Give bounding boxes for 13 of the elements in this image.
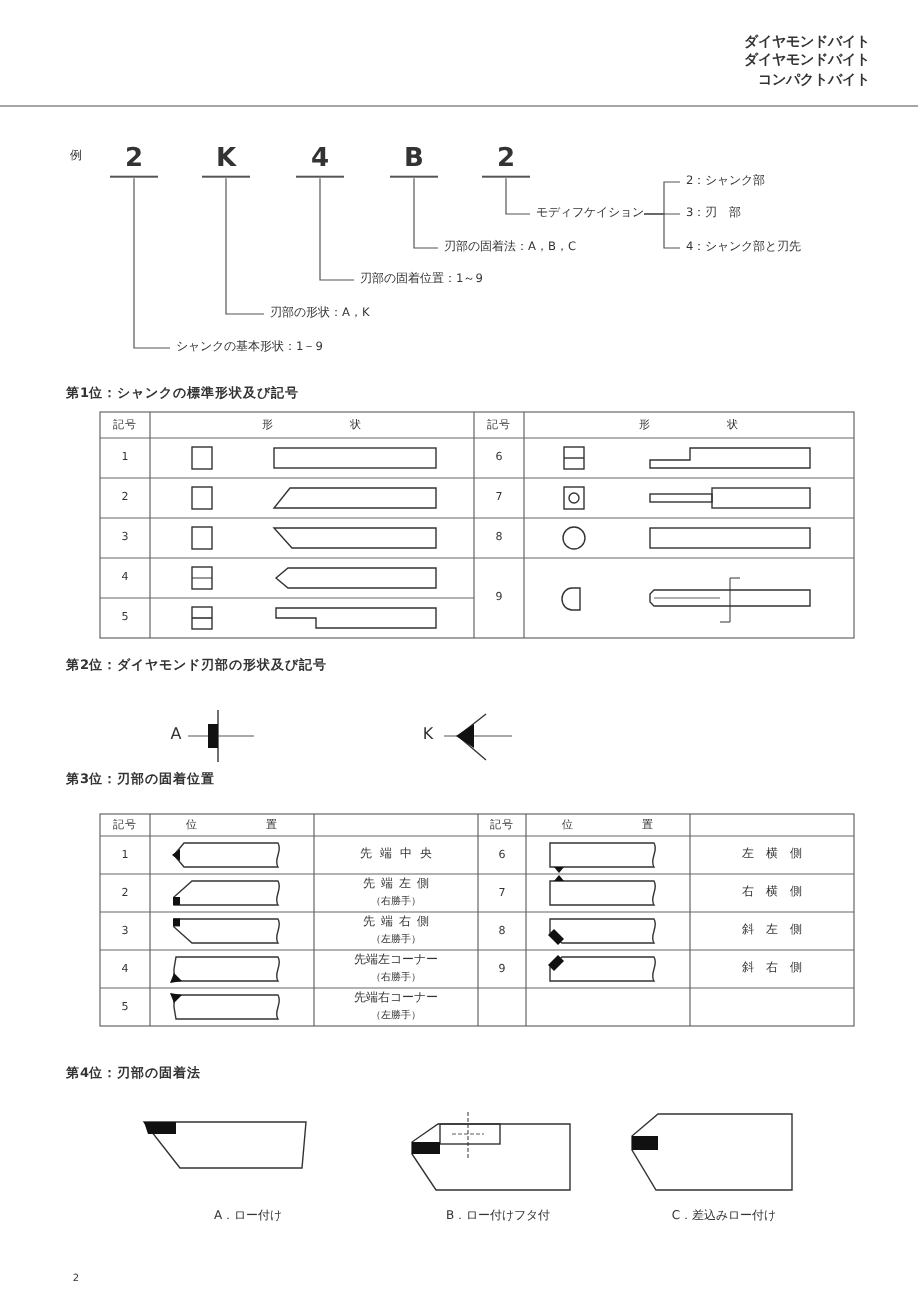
code-character: 4: [296, 145, 344, 179]
code-character: 2: [482, 145, 530, 179]
leader-line: [225, 177, 265, 315]
leader-line: [413, 177, 439, 249]
code-character: B: [390, 145, 438, 179]
symbol-letter: K: [422, 727, 434, 745]
leader-line: [319, 177, 355, 281]
code-character: K: [202, 145, 250, 179]
code-character: 2: [110, 145, 158, 179]
leader-line: [505, 177, 531, 215]
symbol-letter: A: [170, 727, 182, 745]
leader-line: [643, 213, 681, 249]
leader-line: [133, 177, 171, 349]
